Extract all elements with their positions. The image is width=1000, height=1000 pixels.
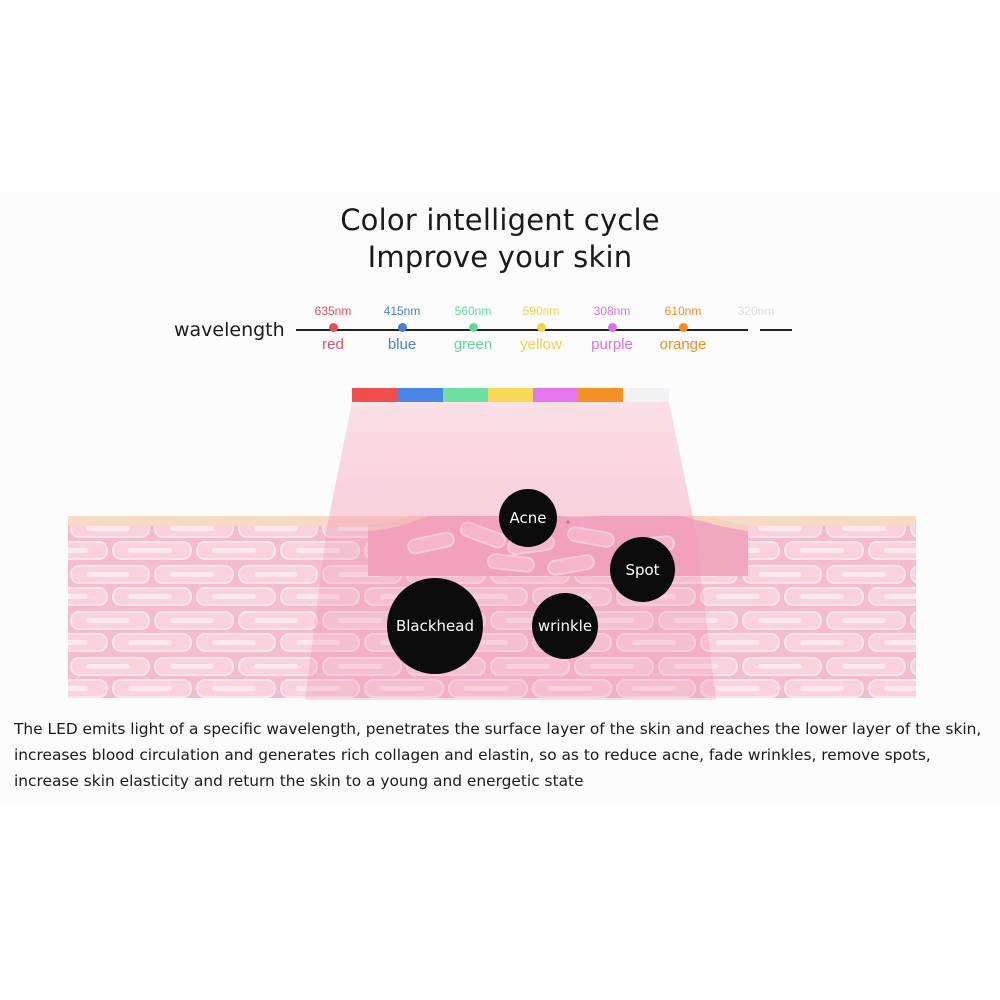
- wavelength-item-red: 635nm red: [288, 303, 378, 354]
- wavelength-label: wavelength: [174, 319, 285, 341]
- skin-cross-section: [68, 516, 916, 698]
- wavelength-dot: [397, 323, 407, 332]
- wavelength-name: green: [453, 336, 493, 353]
- led-strip-blue: [398, 388, 443, 402]
- wavelength-item-orange: 610nm orange: [638, 303, 728, 354]
- wavelength-dot: [536, 323, 546, 332]
- wavelength-nm: 635nm: [314, 304, 352, 318]
- description: The LED emits light of a specific wavele…: [14, 716, 994, 794]
- acne-label: Acne: [509, 509, 547, 527]
- blackhead-circle: Blackhead: [387, 578, 483, 674]
- acne-circle: Acne: [499, 489, 557, 547]
- wavelength-axis-line: [296, 329, 748, 331]
- wavelength-nm: 415nm: [383, 304, 421, 318]
- led-strip-green: [443, 388, 488, 402]
- wavelength-dot: [752, 323, 761, 332]
- wavelength-name: blue: [387, 336, 417, 353]
- led-strip-purple: [533, 388, 578, 402]
- wavelength-item-purple: 308nm purple: [567, 303, 657, 354]
- wavelength-item-white: 320nm: [711, 303, 801, 336]
- wavelength-item-green: 560nm green: [428, 303, 518, 354]
- title-line-2: Improve your skin: [367, 240, 633, 274]
- wavelength-nm: 590nm: [522, 304, 560, 318]
- diagram-panel: [0, 192, 1000, 804]
- spot-label: Spot: [625, 560, 660, 579]
- led-strip-yellow: [488, 388, 533, 402]
- wrinkle-label: wrinkle: [537, 617, 593, 635]
- title-line-1: Color intelligent cycle: [340, 203, 660, 237]
- wavelength-name: purple: [591, 336, 633, 353]
- wavelength-dot: [328, 323, 338, 332]
- wavelength-dot: [607, 323, 617, 332]
- wrinkle-circle: wrinkle: [532, 593, 598, 659]
- led-strip-white: [623, 388, 669, 402]
- led-strip-red: [352, 388, 398, 402]
- wavelength-dot: [678, 323, 688, 332]
- blackhead-label: Blackhead: [395, 617, 475, 635]
- wavelength-nm: 610nm: [664, 304, 702, 318]
- wavelength-name: red: [322, 336, 344, 353]
- wavelength-nm: 320nm: [737, 304, 775, 318]
- wavelength-axis-line-end: [760, 329, 792, 331]
- description-line-1: The LED emits light of a specific wavele…: [14, 720, 982, 738]
- wavelength-item-blue: 415nm blue: [357, 303, 447, 354]
- wavelength-nm: 308nm: [593, 304, 631, 318]
- led-strip-orange: [578, 388, 623, 402]
- wavelength-nm: 560nm: [454, 304, 492, 318]
- wavelength-name: yellow: [520, 336, 562, 353]
- spot-circle: Spot: [610, 537, 675, 602]
- description-line-2: increases blood circulation and generate…: [14, 746, 931, 764]
- wavelength-item-yellow: 590nm yellow: [496, 303, 586, 354]
- wavelength-name: orange: [659, 336, 707, 353]
- description-line-3: increase skin elasticity and return the …: [14, 772, 584, 790]
- wavelength-dot: [468, 323, 478, 332]
